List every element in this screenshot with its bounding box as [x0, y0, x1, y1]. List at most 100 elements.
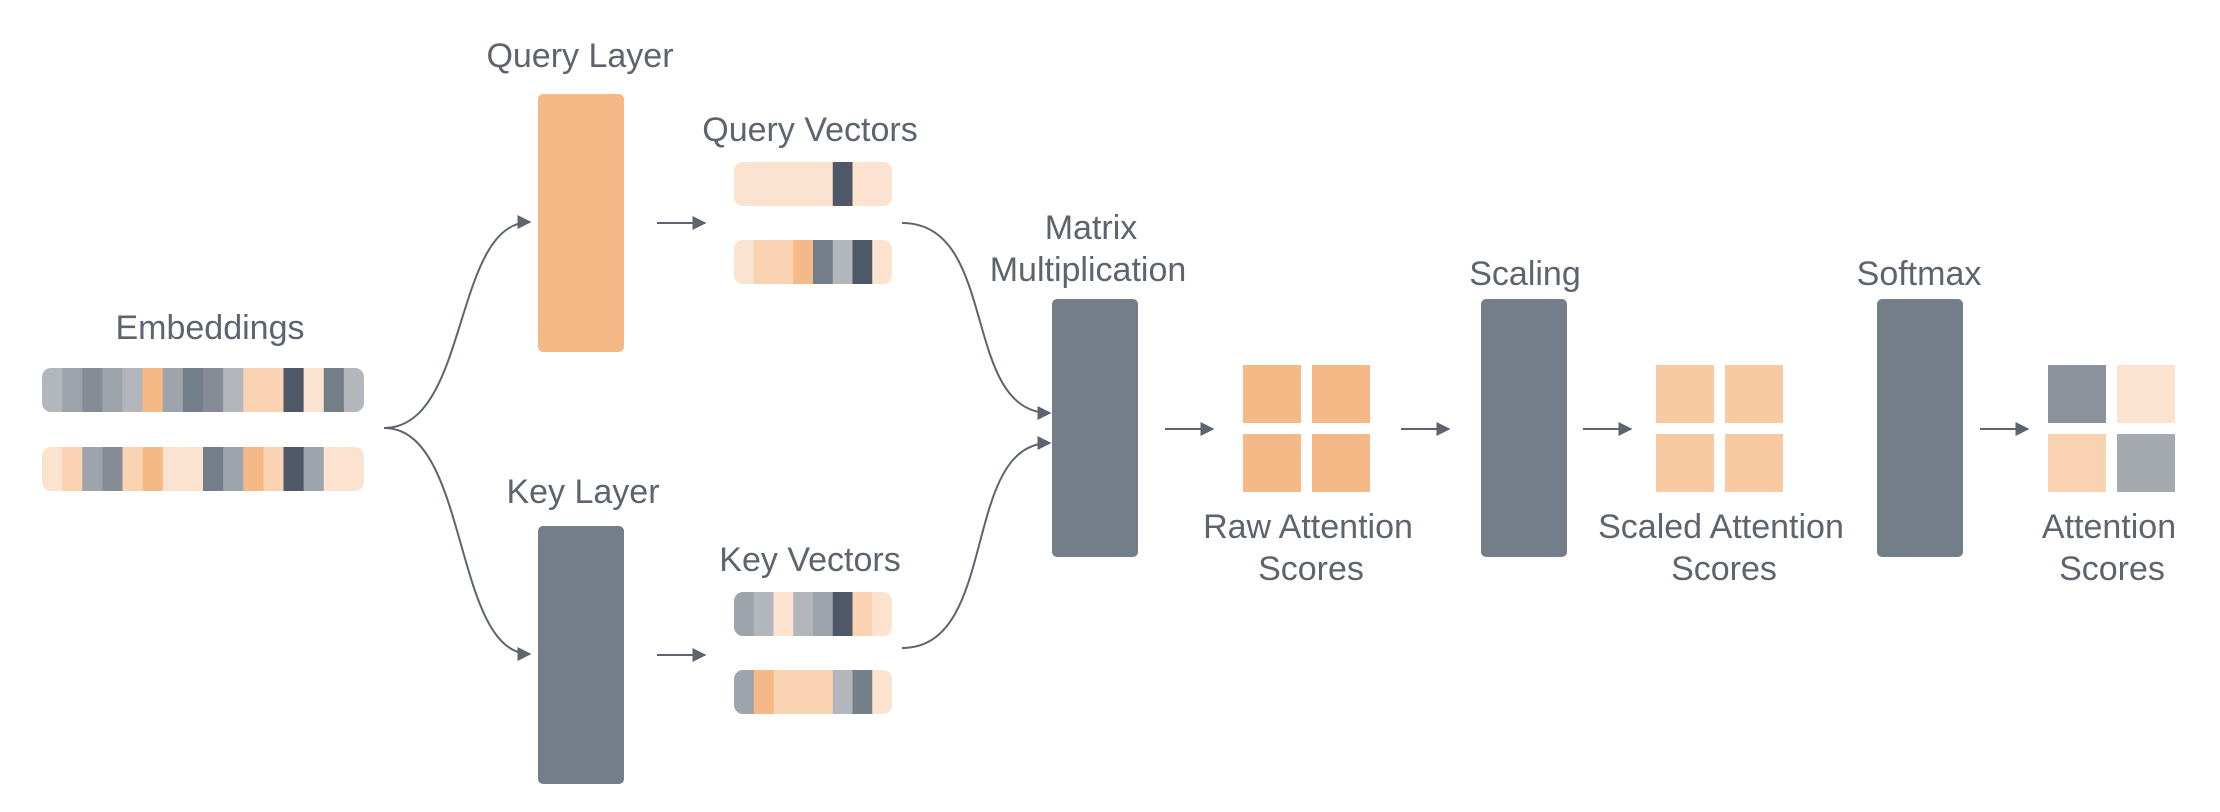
vector-cell	[852, 592, 873, 636]
matrix-cell	[1725, 365, 1783, 423]
query-layer-block	[538, 94, 624, 352]
scaled-scores-label-line2: Scores	[1671, 550, 1777, 588]
key-vector-1	[734, 592, 892, 636]
vector-cell	[62, 447, 83, 491]
vector-cell	[753, 240, 775, 284]
scaling-block	[1481, 299, 1567, 557]
query-vector-1	[734, 162, 892, 206]
vector-cell	[793, 670, 814, 714]
matrix-cell	[1312, 434, 1370, 492]
vector-cell	[872, 592, 892, 636]
vector-cell	[323, 368, 345, 412]
vector-cell	[182, 368, 204, 412]
vector-cell	[283, 447, 305, 491]
vector-cell	[793, 162, 814, 206]
vector-cell	[793, 592, 814, 636]
vector-cell	[832, 240, 854, 284]
vector-cell	[142, 368, 164, 412]
raw-scores-label-line2: Scores	[1258, 550, 1364, 588]
vector-cell	[263, 368, 285, 412]
softmax-block	[1877, 299, 1963, 557]
vector-cell	[773, 670, 794, 714]
vector-cell	[793, 240, 814, 284]
vector-cell	[832, 670, 854, 714]
vector-cell	[82, 368, 103, 412]
scaled-scores-label-line1: Scaled Attention	[1598, 508, 1844, 546]
matrix-cell	[2048, 365, 2106, 423]
vector-cell	[303, 447, 325, 491]
matrix-cell	[2117, 434, 2175, 492]
scaled-attention-matrix	[1656, 365, 1783, 492]
matrix-cell	[1725, 434, 1783, 492]
vector-cell	[42, 368, 63, 412]
vector-cell	[734, 592, 755, 636]
vector-cell	[162, 447, 184, 491]
vector-cell	[162, 368, 184, 412]
vector-cell	[773, 592, 794, 636]
matrix-cell	[1243, 434, 1301, 492]
vector-cell	[852, 670, 873, 714]
matrix-cell	[1312, 365, 1370, 423]
embedding-to-query-arrow	[383, 215, 532, 429]
vector-cell	[773, 162, 794, 206]
vector-cell	[753, 162, 775, 206]
vector-cell	[753, 670, 775, 714]
vector-cell	[142, 447, 164, 491]
vector-cell	[283, 368, 305, 412]
vector-cell	[263, 447, 285, 491]
vector-cell	[102, 447, 124, 491]
vector-cell	[122, 447, 144, 491]
embedding-vector-1	[42, 368, 364, 412]
vector-cell	[832, 592, 854, 636]
vector-cell	[343, 447, 364, 491]
attention-scores-label-line1: Attention	[2042, 508, 2176, 546]
embedding-vector-2	[42, 447, 364, 491]
vector-cell	[734, 670, 755, 714]
embedding-to-key-arrow	[383, 427, 532, 661]
key-vector-2	[734, 670, 892, 714]
matrix-cell	[2117, 365, 2175, 423]
key-layer-block	[538, 526, 624, 784]
vector-cell	[203, 368, 224, 412]
vector-cell	[223, 368, 244, 412]
key-vectors-label: Key Vectors	[719, 541, 900, 579]
scaling-label: Scaling	[1469, 255, 1581, 293]
vector-cell	[734, 162, 755, 206]
vector-cell	[243, 447, 264, 491]
query-vector-2	[734, 240, 892, 284]
vector-cell	[852, 240, 873, 284]
vector-cell	[102, 368, 124, 412]
vector-cell	[182, 447, 204, 491]
attention-matrix	[2048, 365, 2175, 492]
vector-cell	[753, 592, 775, 636]
vector-cell	[773, 240, 794, 284]
vector-cell	[832, 162, 854, 206]
vector-cell	[62, 368, 83, 412]
vector-cell	[872, 670, 892, 714]
vector-cell	[852, 162, 873, 206]
matrix-cell	[1656, 365, 1714, 423]
raw-attention-matrix	[1243, 365, 1370, 492]
matmul-label-line2: Multiplication	[990, 251, 1187, 289]
matrix-cell	[2048, 434, 2106, 492]
query-layer-label: Query Layer	[486, 37, 673, 75]
vector-cell	[42, 447, 63, 491]
key-layer-label: Key Layer	[506, 473, 659, 511]
query-vectors-label: Query Vectors	[702, 111, 917, 149]
raw-scores-label-line1: Raw Attention	[1203, 508, 1413, 546]
matrix-cell	[1656, 434, 1714, 492]
vector-cell	[323, 447, 345, 491]
vector-cell	[813, 162, 834, 206]
vector-cell	[813, 592, 834, 636]
vector-cell	[82, 447, 103, 491]
vector-cell	[243, 368, 264, 412]
attention-scores-label-line2: Scores	[2059, 550, 2165, 588]
key-to-matmul-arrow	[901, 436, 1052, 649]
softmax-label: Softmax	[1857, 255, 1982, 293]
vector-cell	[813, 240, 834, 284]
vector-cell	[303, 368, 325, 412]
query-to-matmul-arrow	[901, 222, 1052, 420]
matmul-label-line1: Matrix	[1045, 209, 1138, 247]
vector-cell	[872, 162, 892, 206]
